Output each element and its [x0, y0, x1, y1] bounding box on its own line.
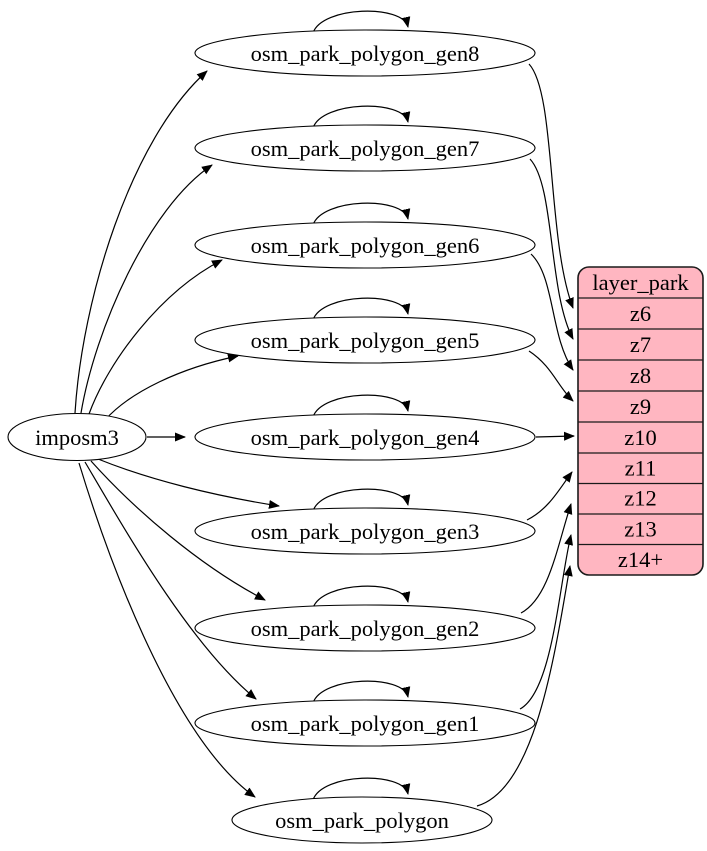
layer-row-z6: z6 — [630, 301, 651, 326]
layer-row-z14: z14+ — [618, 547, 663, 572]
self-loop-osm_park_polygon_gen4 — [312, 394, 411, 418]
self-loop-osm_park_polygon_gen3 — [312, 488, 411, 512]
node-imposm3-shape — [7, 412, 147, 462]
layer-row-z11: z11 — [625, 456, 657, 481]
layer-row-z10: z10 — [624, 425, 657, 450]
layer-row-z7: z7 — [630, 332, 651, 357]
node-osm_park_polygon-shape — [231, 796, 493, 844]
layer-park-table: layer_park z6 z7 z8 z9 z10 z11 z12 z13 z… — [577, 266, 704, 576]
node-osm_park_polygon_gen6-shape — [194, 221, 536, 269]
edge-osm_park_polygon_gen3-to-z11 — [526, 471, 573, 521]
self-loop-osm_park_polygon_gen5 — [312, 297, 411, 321]
edge-osm_park_polygon_gen8-to-z6 — [528, 63, 574, 309]
self-loop-osm_park_polygon_gen7 — [312, 105, 411, 129]
node-osm_park_polygon: osm_park_polygon — [231, 796, 493, 844]
layer-row-z13: z13 — [624, 517, 657, 542]
node-osm_park_polygon_gen3: osm_park_polygon_gen3 — [194, 507, 536, 555]
node-osm_park_polygon_gen3-label: osm_park_polygon_gen3 — [251, 519, 480, 544]
self-loop-osm_park_polygon_gen1 — [312, 680, 411, 704]
layer-park-table-shape — [577, 266, 704, 576]
node-osm_park_polygon_gen1-label: osm_park_polygon_gen1 — [251, 711, 480, 736]
edge-imposm3-to-osm_park_polygon_gen1 — [84, 461, 257, 700]
node-osm_park_polygon_gen7: osm_park_polygon_gen7 — [194, 124, 536, 172]
node-imposm3: imposm3 — [7, 412, 147, 462]
edges-from-imposm3 — [74, 70, 280, 798]
edge-osm_park_polygon_gen1-to-z13 — [519, 534, 573, 710]
node-osm_park_polygon_gen2-shape — [194, 604, 536, 652]
node-osm_park_polygon_gen5-label: osm_park_polygon_gen5 — [251, 328, 480, 353]
edge-osm_park_polygon_gen7-to-z7 — [529, 158, 574, 340]
node-osm_park_polygon_gen1-shape — [194, 699, 536, 747]
node-osm_park_polygon-label: osm_park_polygon — [275, 808, 449, 833]
node-osm_park_polygon_gen7-shape — [194, 124, 536, 172]
self-loop-edges — [312, 10, 411, 801]
node-osm_park_polygon_gen8-shape — [194, 29, 536, 77]
node-osm_park_polygon_gen4: osm_park_polygon_gen4 — [194, 413, 536, 461]
edge-imposm3-to-osm_park_polygon_gen2 — [90, 460, 266, 601]
node-osm_park_polygon_gen1: osm_park_polygon_gen1 — [194, 699, 536, 747]
layer-row-z9: z9 — [630, 394, 651, 419]
node-osm_park_polygon_gen8-label: osm_park_polygon_gen8 — [251, 41, 480, 66]
edge-osm_park_polygon_gen5-to-z9 — [528, 350, 574, 402]
node-osm_park_polygon_gen7-label: osm_park_polygon_gen7 — [251, 136, 480, 161]
edge-imposm3-to-osm_park_polygon_gen8 — [74, 70, 208, 414]
edge-imposm3-to-osm_park_polygon_gen3 — [97, 458, 280, 509]
node-osm_park_polygon_gen5: osm_park_polygon_gen5 — [194, 316, 536, 364]
self-loop-osm_park_polygon — [312, 777, 411, 801]
node-osm_park_polygon_gen4-label: osm_park_polygon_gen4 — [251, 425, 480, 450]
node-imposm3-label: imposm3 — [35, 425, 119, 450]
node-osm_park_polygon_gen8: osm_park_polygon_gen8 — [194, 29, 536, 77]
edge-osm_park_polygon_gen6-to-z8 — [530, 253, 574, 371]
self-loop-osm_park_polygon_gen2 — [312, 585, 411, 609]
self-loop-osm_park_polygon_gen8 — [312, 10, 411, 34]
layer-row-z8: z8 — [630, 363, 651, 388]
edge-imposm3-to-osm_park_polygon_gen6 — [88, 259, 223, 415]
node-osm_park_polygon_gen6: osm_park_polygon_gen6 — [194, 221, 536, 269]
edge-osm_park_polygon_gen2-to-z12 — [520, 503, 573, 614]
node-osm_park_polygon_gen5-shape — [194, 316, 536, 364]
edge-osm_park_polygon-to-z14 — [476, 565, 573, 807]
node-osm_park_polygon_gen3-shape — [194, 507, 536, 555]
layer-row-z12: z12 — [624, 486, 657, 511]
self-loop-osm_park_polygon_gen6 — [312, 202, 411, 226]
edge-imposm3-to-osm_park_polygon_gen7 — [80, 164, 213, 414]
layer-park-title: layer_park — [592, 270, 689, 295]
edge-imposm3-to-osm_park_polygon — [78, 462, 256, 798]
node-osm_park_polygon_gen2-label: osm_park_polygon_gen2 — [251, 616, 480, 641]
edge-imposm3-to-osm_park_polygon_gen5 — [104, 353, 239, 421]
edges-to-layer-table — [476, 63, 575, 807]
node-osm_park_polygon_gen2: osm_park_polygon_gen2 — [194, 604, 536, 652]
node-osm_park_polygon_gen4-shape — [194, 413, 536, 461]
node-osm_park_polygon_gen6-label: osm_park_polygon_gen6 — [251, 233, 480, 258]
edge-osm_park_polygon_gen4-to-z10 — [535, 431, 575, 441]
